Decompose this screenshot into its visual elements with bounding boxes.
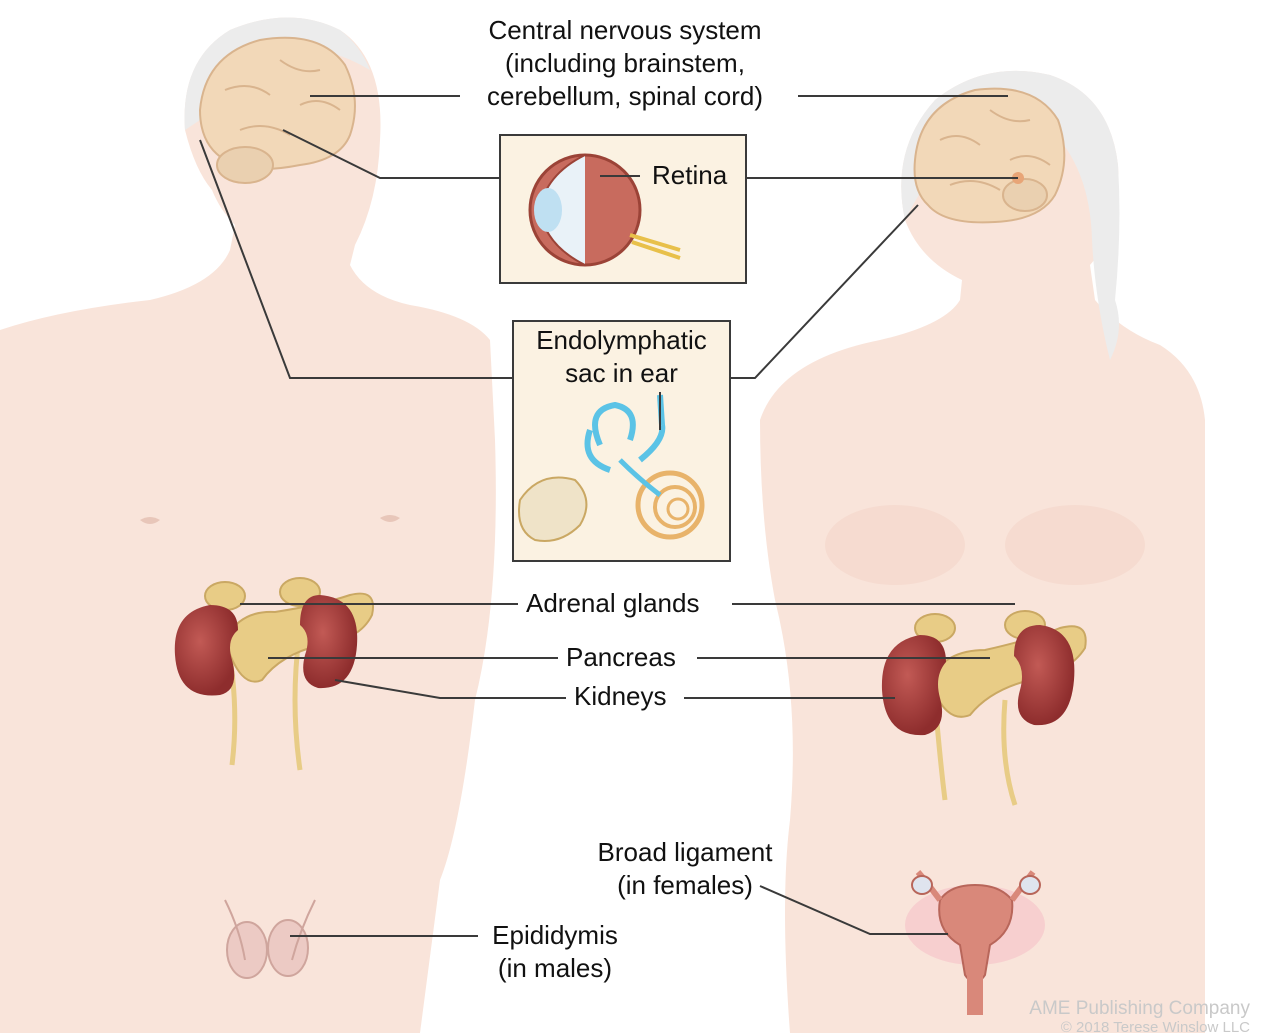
male-kidney-right [300,595,358,689]
ear-inset [512,320,731,562]
label-retina: Retina [652,160,728,190]
female-uterus [905,870,1045,1015]
female-body [760,70,1205,1033]
leader-lines [199,95,1018,937]
publisher-credit: AME Publishing Company [1029,998,1250,1019]
label-epididymis: Epididymis (in males) [492,920,618,983]
male-nipple-left [140,517,160,524]
female-kidney-right [1014,625,1075,726]
label-kidneys: Kidneys [574,681,667,711]
female-kidney-left [881,635,946,736]
male-testes [224,899,316,979]
male-organs [174,577,374,771]
copyright-credit: © 2018 Terese Winslow LLC [1060,1019,1250,1036]
label-adrenal-glands: Adrenal glands [526,588,700,618]
male-nipple-right [380,515,400,522]
male-brain [198,36,356,184]
male-body [0,17,496,1033]
eye-inset [499,134,747,284]
label-pancreas: Pancreas [566,642,676,672]
female-breast-left [825,505,965,585]
female-organs [881,610,1087,806]
male-kidney-left [174,605,238,696]
female-breast-right [1005,505,1145,585]
label-broad-ligament: Broad ligament (in females) [597,837,773,900]
label-endolymphatic-sac: Endolymphatic sac in ear [536,325,707,388]
female-brain [913,87,1066,224]
label-central-nervous-system: Central nervous system (including brains… [486,15,763,111]
